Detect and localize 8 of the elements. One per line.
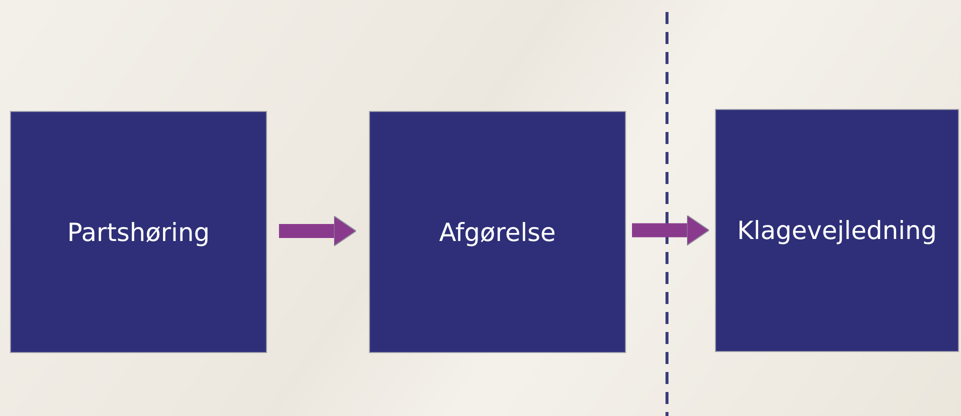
box-label: Partshøring (67, 218, 210, 246)
box-label: Afgørelse (439, 218, 556, 246)
arrow (279, 216, 356, 246)
arrow (632, 214, 710, 246)
process-box (369, 111, 626, 353)
process-box (715, 109, 959, 352)
process-box (10, 111, 267, 353)
box-label: Klagevejledning (737, 216, 937, 245)
